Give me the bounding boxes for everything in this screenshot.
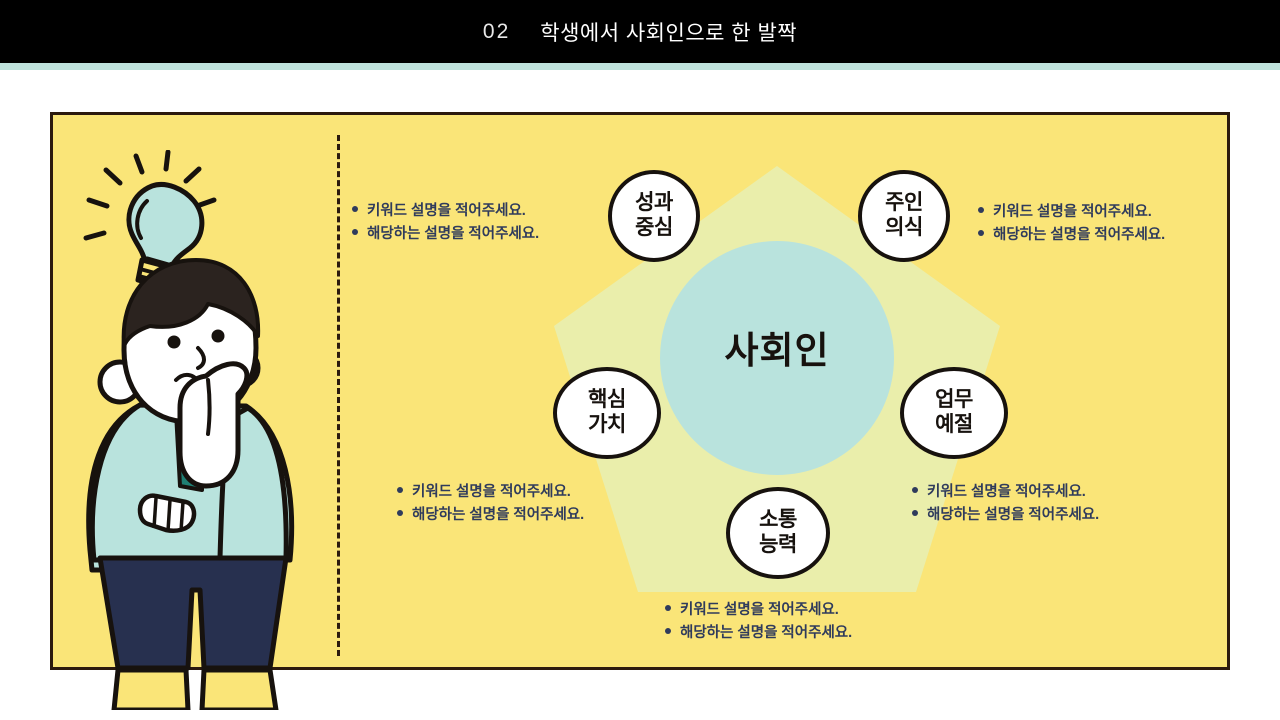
keyword-line-2: 의식 — [885, 216, 923, 239]
shoe-left — [111, 667, 191, 713]
list-item[interactable]: 키워드 설명을 적어주세요. — [912, 481, 1099, 504]
shoe-right — [199, 667, 279, 713]
bullet-dot-icon — [665, 628, 671, 635]
bullet-dot-icon — [352, 229, 358, 236]
list-item[interactable]: 해당하는 설명을 적어주세요. — [978, 224, 1165, 247]
bullet-text: 해당하는 설명을 적어주세요. — [927, 507, 1100, 524]
keyword-circle-top-right[interactable]: 주인 의식 — [858, 170, 950, 262]
bullet-dot-icon — [978, 230, 984, 237]
list-item[interactable]: 해당하는 설명을 적어주세요. — [665, 622, 852, 645]
list-item[interactable]: 키워드 설명을 적어주세요. — [978, 201, 1165, 224]
keyword-line-2: 능력 — [759, 533, 797, 556]
bullet-group-bottom: 키워드 설명을 적어주세요. 해당하는 설명을 적어주세요. — [665, 599, 852, 646]
keyword-circle-top-left[interactable]: 성과 중심 — [608, 170, 700, 262]
bullet-text: 키워드 설명을 적어주세요. — [367, 203, 526, 219]
bullet-dot-icon — [912, 487, 918, 493]
bullet-dot-icon — [665, 605, 671, 611]
bullet-text: 해당하는 설명을 적어주세요. — [993, 227, 1166, 244]
hair — [121, 258, 261, 348]
bullet-dot-icon — [978, 207, 984, 213]
bullet-text: 해당하는 설명을 적어주세요. — [680, 625, 853, 642]
header-accent-strip — [0, 63, 1280, 70]
keyword-line-2: 가치 — [588, 413, 626, 436]
keyword-line-2: 예절 — [935, 413, 973, 436]
page-title: 학생에서 사회인으로 한 발짝 — [540, 21, 798, 45]
list-item[interactable]: 해당하는 설명을 적어주세요. — [397, 504, 584, 527]
list-item[interactable]: 키워드 설명을 적어주세요. — [397, 481, 584, 504]
header-content: 02 학생에서 사회인으로 한 발짝 — [0, 0, 1280, 63]
keyword-line-1: 소통 — [759, 508, 797, 532]
keyword-line-1: 업무 — [935, 388, 973, 412]
bullet-group-mid-right: 키워드 설명을 적어주세요. 해당하는 설명을 적어주세요. — [912, 481, 1099, 528]
keyword-circle-mid-left[interactable]: 핵심 가치 — [553, 367, 661, 459]
list-item[interactable]: 해당하는 설명을 적어주세요. — [352, 223, 539, 246]
list-item[interactable]: 키워드 설명을 적어주세요. — [665, 599, 852, 622]
bullet-text: 해당하는 설명을 적어주세요. — [412, 507, 585, 524]
keyword-line-1: 주인 — [885, 191, 923, 215]
bullet-text: 키워드 설명을 적어주세요. — [412, 484, 571, 500]
list-item[interactable]: 키워드 설명을 적어주세요. — [352, 200, 539, 223]
bullet-group-top-right: 키워드 설명을 적어주세요. 해당하는 설명을 적어주세요. — [978, 201, 1165, 248]
lightbulb-rays-icon — [83, 149, 217, 241]
keyword-line-1: 성과 — [635, 191, 673, 215]
thinking-person-illustration — [80, 149, 330, 713]
keyword-line-1: 핵심 — [588, 388, 626, 412]
pants — [97, 555, 289, 671]
keyword-circle-mid-right[interactable]: 업무 예절 — [900, 367, 1008, 459]
bullet-text: 키워드 설명을 적어주세요. — [680, 602, 839, 618]
keyword-circle-bottom[interactable]: 소통 능력 — [726, 487, 830, 579]
resting-hand — [137, 493, 197, 533]
center-circle — [660, 241, 894, 475]
bullet-text: 해당하는 설명을 적어주세요. — [367, 226, 540, 243]
bullet-dot-icon — [397, 510, 403, 517]
keyword-line-2: 중심 — [635, 216, 673, 239]
list-item[interactable]: 해당하는 설명을 적어주세요. — [912, 504, 1099, 527]
bullet-text: 키워드 설명을 적어주세요. — [993, 204, 1152, 220]
bullet-dot-icon — [397, 487, 403, 493]
bullet-group-mid-left: 키워드 설명을 적어주세요. 해당하는 설명을 적어주세요. — [397, 481, 584, 528]
bullet-dot-icon — [352, 206, 358, 212]
hand — [177, 361, 250, 489]
center-label: 사회인 — [724, 330, 830, 371]
keyword-diagram — [500, 130, 1080, 670]
bullet-group-top-left: 키워드 설명을 적어주세요. 해당하는 설명을 적어주세요. — [352, 200, 539, 247]
vertical-dashed-divider — [337, 135, 340, 656]
header-bar — [0, 0, 1280, 63]
bullet-dot-icon — [912, 510, 918, 517]
section-number: 02 — [482, 19, 511, 43]
bullet-text: 키워드 설명을 적어주세요. — [927, 484, 1086, 500]
